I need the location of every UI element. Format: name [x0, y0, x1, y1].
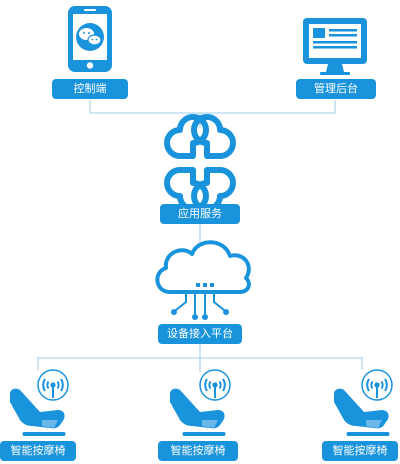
label-service: 应用服务: [160, 204, 240, 224]
smartphone-wechat-icon: [68, 6, 112, 72]
label-device-3: 智能按摩椅: [322, 441, 398, 461]
label-admin: 管理后台: [296, 79, 376, 99]
connectors: [37, 100, 363, 372]
massage-chair-wireless-icon: [10, 369, 69, 436]
label-platform: 设备接入平台: [158, 324, 242, 344]
label-control: 控制端: [52, 79, 128, 99]
desktop-monitor-icon: [303, 18, 367, 75]
app-grid-icon: [164, 114, 236, 212]
cloud-network-icon: [155, 240, 251, 320]
massage-chair-wireless-icon: [334, 369, 393, 436]
massage-chair-wireless-icon: [170, 369, 231, 436]
connector-control: [89, 100, 336, 114]
label-device-2: 智能按摩椅: [158, 441, 238, 461]
label-device-1: 智能按摩椅: [0, 441, 76, 461]
